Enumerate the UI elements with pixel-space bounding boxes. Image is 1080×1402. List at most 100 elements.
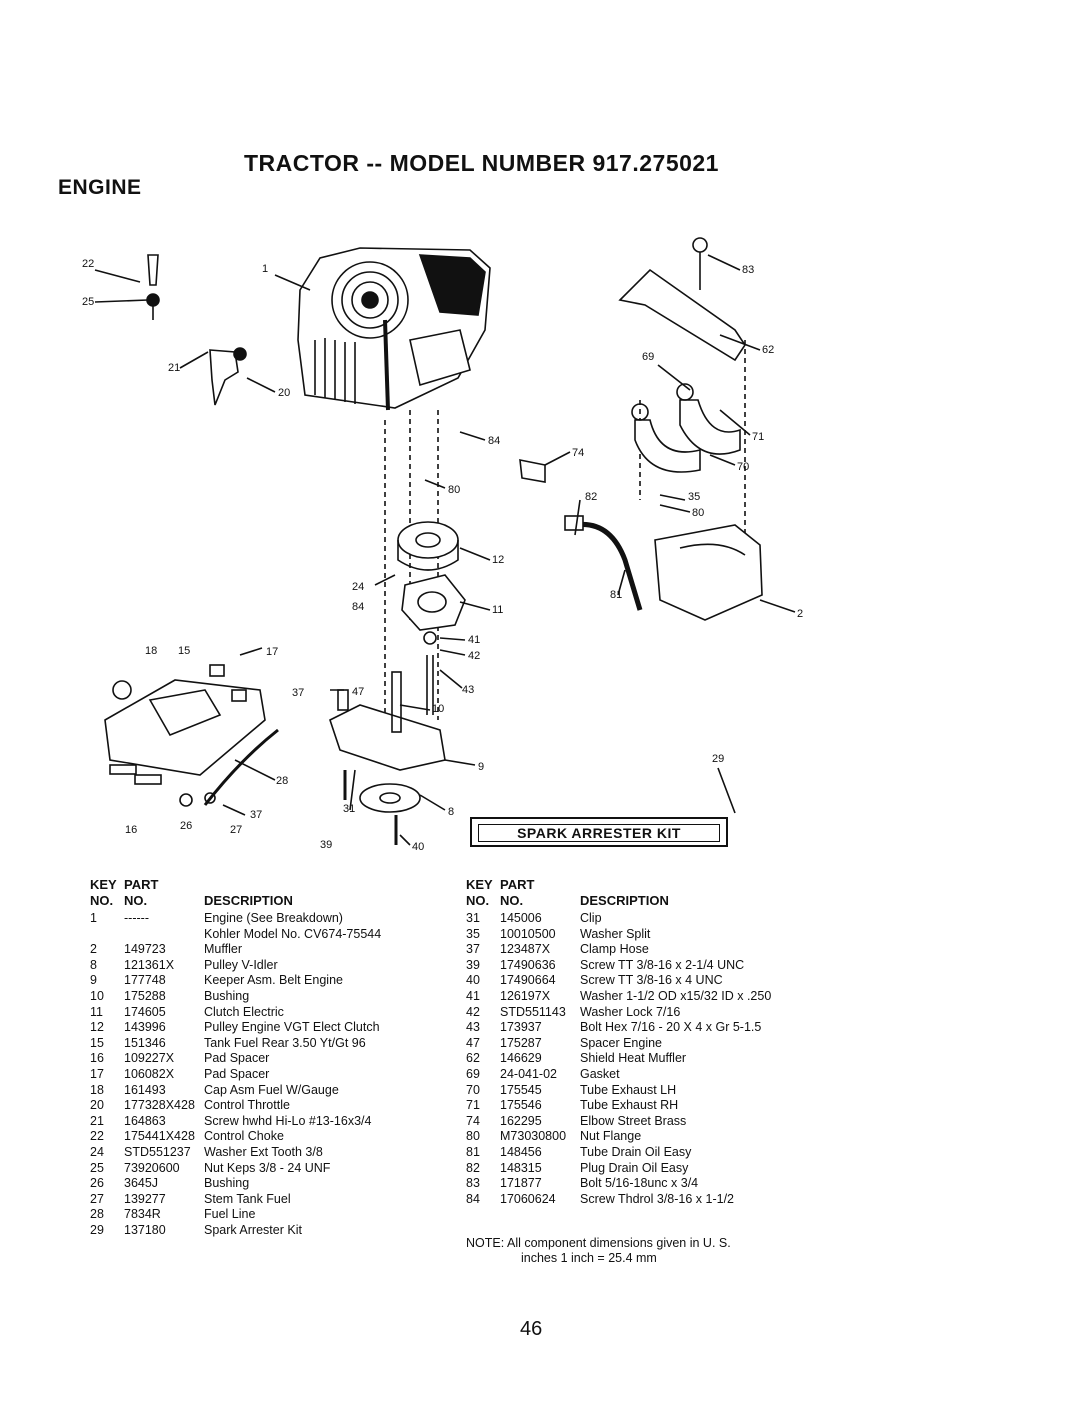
parts-cell-desc: Tank Fuel Rear 3.50 Yt/Gt 96 — [204, 1035, 366, 1050]
parts-cell-key: 39 — [466, 957, 480, 972]
parts-cell-part: 109227X — [124, 1051, 175, 1066]
callout: 1 — [262, 263, 268, 275]
parts-cell-desc: Clamp Hose — [580, 942, 649, 957]
callout: 41 — [468, 634, 480, 646]
parts-header-row: KEY PART — [90, 877, 159, 892]
parts-cell-part: 145006 — [500, 911, 542, 925]
callout: 69 — [642, 351, 654, 363]
parts-cell-part: 175546 — [500, 1098, 542, 1113]
parts-cell-desc: Gasket — [580, 1066, 620, 1081]
parts-cell-key: 47 — [466, 1035, 480, 1050]
choke-control-illustration — [146, 254, 160, 320]
parts-cell-key: 12 — [90, 1020, 104, 1035]
parts-cell-desc: Nut Keps 3/8 - 24 UNF — [204, 1160, 331, 1175]
parts-cell-desc: Spark Arrester Kit — [204, 1222, 302, 1237]
parts-row: 1------Engine (See Breakdown) — [90, 911, 480, 927]
parts-cell-key: 69 — [466, 1066, 480, 1081]
electric-clutch-illustration — [401, 574, 466, 631]
parts-cell-part: 73920600 — [124, 1160, 180, 1175]
parts-cell-part: STD551237 — [124, 1144, 191, 1159]
parts-cell-key: 43 — [466, 1020, 480, 1035]
exhaust-tubes-illustration — [631, 383, 741, 473]
parts-cell-part: 177748 — [124, 973, 166, 988]
callout: 25 — [82, 296, 94, 308]
parts-cell-key: 25 — [90, 1160, 104, 1175]
parts-cell-key: 26 — [90, 1176, 104, 1191]
throttle-control-illustration — [209, 347, 247, 406]
parts-cell-part: 161493 — [124, 1082, 166, 1097]
callout: 2 — [797, 608, 803, 620]
callout: 80 — [448, 484, 460, 496]
parts-cell-desc: Muffler — [204, 942, 242, 957]
callout: 35 — [688, 491, 700, 503]
callout: 84 — [352, 601, 364, 613]
pulley-illustration — [397, 521, 459, 571]
callout: 40 — [412, 841, 424, 853]
parts-cell-key: 17 — [90, 1066, 104, 1081]
callout: 37 — [250, 809, 262, 821]
parts-cell-part: 162295 — [500, 1113, 542, 1128]
callout: 26 — [180, 820, 192, 832]
callout: 9 — [478, 761, 484, 773]
parts-cell-key: 16 — [90, 1051, 104, 1066]
parts-cell-part: 121361X — [124, 957, 175, 972]
parts-cell-part: 17490664 — [500, 973, 556, 988]
parts-cell-desc: Keeper Asm. Belt Engine — [204, 973, 343, 988]
parts-cell-key: 81 — [466, 1144, 480, 1159]
parts-cell-key: 22 — [90, 1129, 104, 1144]
parts-cell-key: 10 — [90, 988, 104, 1003]
parts-cell-key: 29 — [90, 1222, 104, 1237]
parts-cell-desc: Fuel Line — [204, 1207, 256, 1222]
parts-cell-key: 70 — [466, 1082, 480, 1097]
callout: 17 — [266, 646, 278, 658]
parts-cell-key: 20 — [90, 1098, 104, 1113]
parts-cell-desc: Control Choke — [204, 1129, 284, 1144]
parts-cell-desc: Plug Drain Oil Easy — [580, 1160, 689, 1175]
page-number: 46 — [520, 1318, 543, 1340]
callout: 20 — [278, 387, 290, 399]
parts-cell-part: 174605 — [124, 1004, 166, 1019]
callout: 62 — [762, 344, 774, 356]
oil-drain-tube-illustration — [519, 459, 643, 611]
callout: 28 — [276, 775, 288, 787]
muffler-illustration — [654, 524, 763, 621]
parts-cell-part: 123487X — [500, 942, 551, 957]
callout: 10 — [432, 703, 444, 715]
callout: 29 — [712, 753, 724, 765]
parts-cell-part — [124, 927, 204, 943]
parts-header-row: NO. NO. DESCRIPTION — [466, 893, 669, 908]
parts-cell-key: 31 — [466, 911, 480, 925]
parts-cell-part: 175545 — [500, 1082, 542, 1097]
parts-cell-key: 18 — [90, 1082, 104, 1097]
callout: 8 — [448, 806, 454, 818]
callout: 24 — [352, 581, 364, 593]
parts-cell-desc: Washer Lock 7/16 — [580, 1004, 681, 1019]
parts-cell-desc: Tube Drain Oil Easy — [580, 1144, 692, 1159]
parts-cell-desc: Kohler Model No. CV674-75544 — [204, 926, 382, 941]
parts-cell-desc: Screw hwhd Hi-Lo #13-16x3/4 — [204, 1113, 372, 1128]
parts-cell-key: 24 — [90, 1144, 104, 1159]
parts-cell-desc: Stem Tank Fuel — [204, 1191, 291, 1206]
parts-cell-key: 28 — [90, 1207, 104, 1222]
parts-cell-desc: Screw Thdrol 3/8-16 x 1-1/2 — [580, 1191, 735, 1206]
parts-cell-desc: Bolt Hex 7/16 - 20 X 4 x Gr 5-1.5 — [580, 1020, 762, 1035]
callout: 15 — [178, 645, 190, 657]
parts-cell-desc: Screw TT 3/8-16 x 2-1/4 UNC — [580, 957, 745, 972]
